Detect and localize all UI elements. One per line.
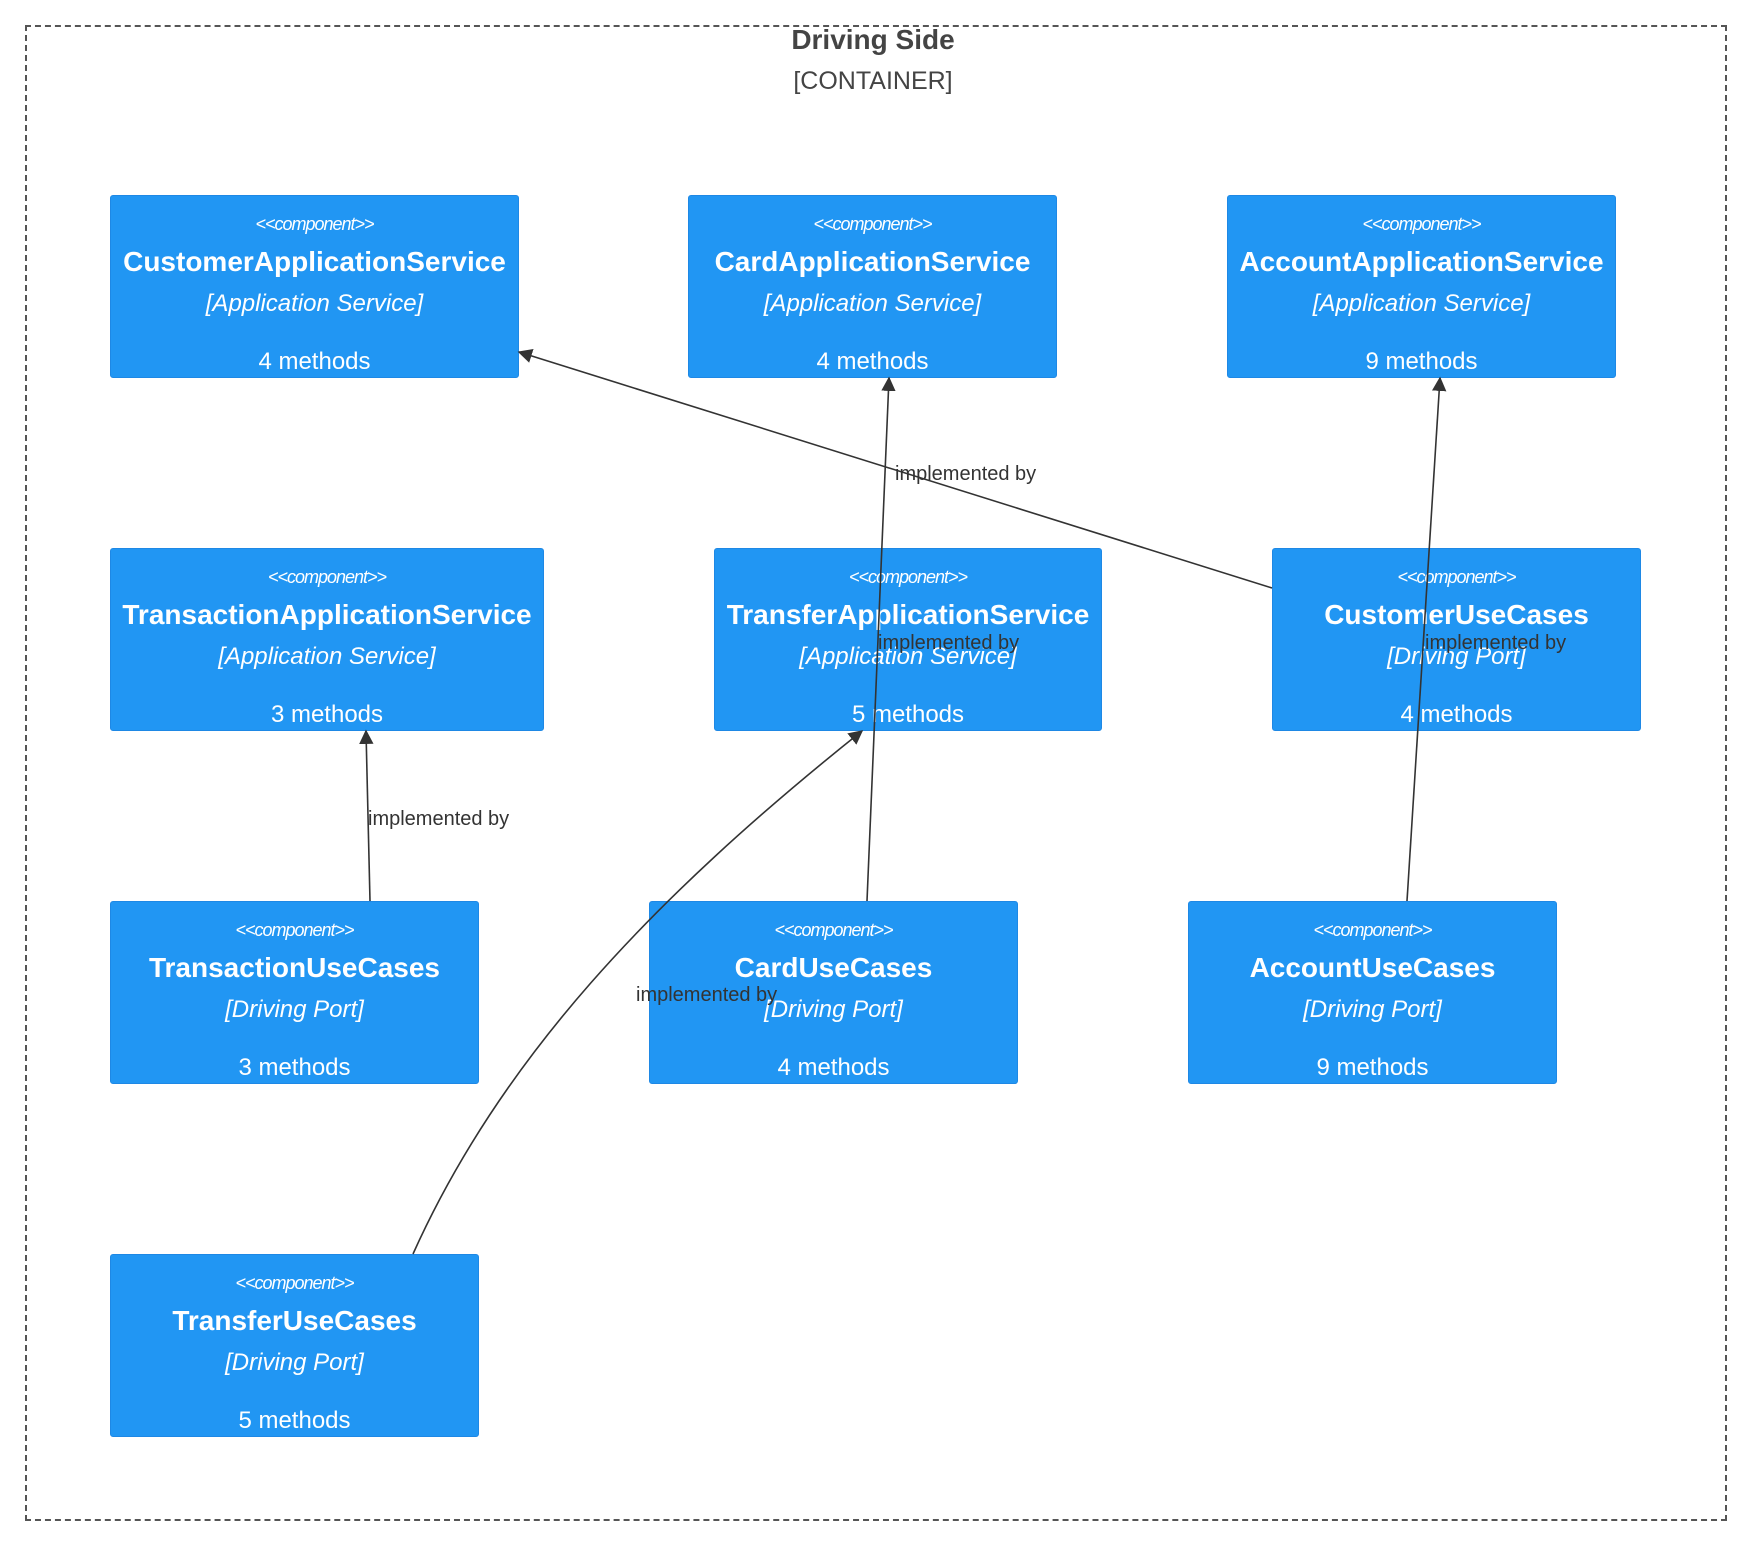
node-technology: [Driving Port]	[225, 996, 364, 1023]
node-card-application-service[interactable]: <<component>> CardApplicationService [Ap…	[688, 195, 1057, 378]
node-name: TransactionApplicationService	[122, 599, 532, 630]
node-stereotype: <<component>>	[235, 920, 354, 940]
node-stereotype: <<component>>	[235, 1273, 354, 1293]
node-name: AccountApplicationService	[1239, 246, 1604, 277]
node-description: 5 methods	[851, 701, 965, 728]
node-technology: [Application Service]	[1312, 290, 1531, 317]
node-name: CardUseCases	[734, 952, 933, 983]
edge-label: implemented by	[878, 632, 1020, 654]
node-stereotype: <<component>>	[267, 567, 387, 587]
edge-label: implemented by	[1425, 632, 1567, 654]
node-transaction-use-cases[interactable]: <<component>> TransactionUseCases [Drivi…	[110, 901, 479, 1084]
node-description: 4 methods	[777, 1054, 890, 1081]
node-stereotype: <<component>>	[255, 214, 374, 234]
node-stereotype: <<component>>	[1397, 567, 1516, 587]
edge-label: implemented by	[368, 808, 510, 830]
container-type-label: [CONTAINER]	[793, 67, 953, 95]
node-name: TransferUseCases	[172, 1305, 417, 1336]
node-description: 4 methods	[816, 348, 929, 375]
container-boundary	[25, 25, 1727, 1521]
node-technology: [Application Service]	[763, 290, 982, 317]
node-stereotype: <<component>>	[1313, 920, 1432, 940]
node-description: 9 methods	[1365, 348, 1478, 375]
node-stereotype: <<component>>	[848, 567, 968, 587]
node-name: TransferApplicationService	[726, 599, 1090, 630]
node-technology: [Application Service]	[799, 643, 1017, 670]
node-stereotype: <<component>>	[1362, 214, 1481, 234]
node-transaction-application-service[interactable]: <<component>> TransactionApplicationServ…	[110, 548, 544, 731]
node-description: 9 methods	[1316, 1054, 1429, 1081]
node-description: 3 methods	[270, 701, 384, 728]
node-name: CustomerApplicationService	[123, 246, 506, 277]
node-description: 4 methods	[258, 348, 371, 375]
edge-label: implemented by	[895, 463, 1037, 485]
container-title: Driving Side	[791, 24, 955, 55]
node-transfer-use-cases[interactable]: <<component>> TransferUseCases [Driving …	[110, 1254, 479, 1437]
node-stereotype: <<component>>	[813, 214, 932, 234]
node-technology: [Application Service]	[218, 643, 436, 670]
node-name: CardApplicationService	[714, 246, 1031, 277]
node-name: AccountUseCases	[1249, 952, 1496, 983]
node-technology: [Driving Port]	[1303, 996, 1442, 1023]
node-account-use-cases[interactable]: <<component>> AccountUseCases [Driving P…	[1188, 901, 1557, 1084]
node-customer-application-service[interactable]: <<component>> CustomerApplicationService…	[110, 195, 519, 378]
node-technology: [Application Service]	[205, 290, 424, 317]
node-name: CustomerUseCases	[1324, 599, 1589, 630]
node-description: 4 methods	[1400, 701, 1513, 728]
edge-label: implemented by	[636, 984, 778, 1006]
node-stereotype: <<component>>	[774, 920, 893, 940]
node-technology: [Driving Port]	[225, 1349, 364, 1376]
node-account-application-service[interactable]: <<component>> AccountApplicationService …	[1227, 195, 1616, 378]
node-name: TransactionUseCases	[148, 952, 441, 983]
node-description: 3 methods	[238, 1054, 351, 1081]
node-description: 5 methods	[238, 1407, 351, 1434]
